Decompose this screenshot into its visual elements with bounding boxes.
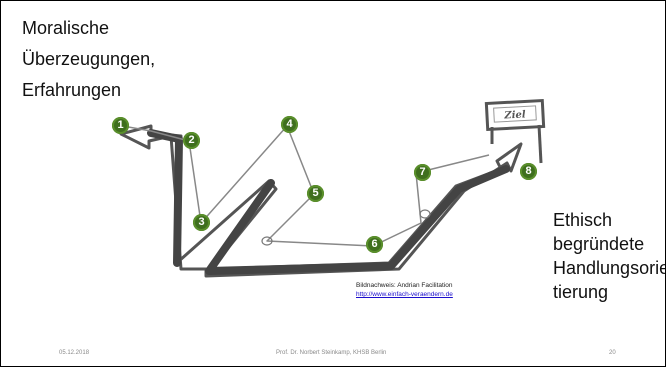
step-marker-7: 7 [414,164,431,181]
step-marker-5: 5 [307,185,324,202]
title-line-3: Erfahrungen [22,80,122,100]
route-loop [261,236,273,246]
goal-sign-text: Ziel [503,109,526,121]
goal-line-4: tierung [553,282,609,302]
title-line-1: Moralische [22,18,110,38]
image-credit: Bildnachweis: Andrian Facilitation http:… [356,281,453,299]
slide-title: Moralische Überzeugungen, Erfahrungen [22,13,155,106]
step-marker-8: 8 [520,163,537,180]
footer-author: Prof. Dr. Norbert Steinkamp, KHSB Berlin [276,350,387,356]
step-marker-6: 6 [366,236,383,253]
route-loop [419,209,431,219]
goal-sign-inner [493,105,537,123]
goal-line-3: Handlungsorien- [553,258,665,278]
goal-line-2: begründete [553,234,645,254]
step-marker-4: 4 [281,116,298,133]
step-marker-1: 1 [112,117,129,134]
footer-page-number: 20 [609,350,616,356]
goal-line-1: Ethisch [553,210,613,230]
credit-label: Bildnachweis: Andrian Facilitation [356,282,453,289]
step-marker-3: 3 [193,214,210,231]
goal-sign-post [537,124,543,164]
credit-link[interactable]: http://www.einfach-veraendern.de [356,291,453,298]
title-line-2: Überzeugungen, [22,49,156,69]
footer-date: 05.12.2018 [59,350,90,356]
goal-text: Ethisch begründete Handlungsorien- tieru… [553,208,665,304]
step-marker-2: 2 [183,132,200,149]
